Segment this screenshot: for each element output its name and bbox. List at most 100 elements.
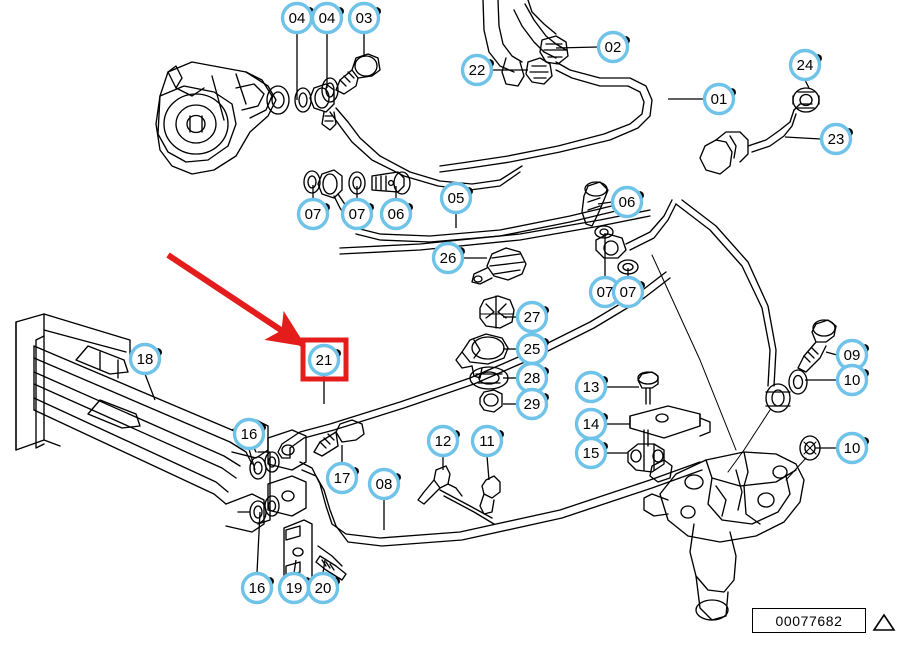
callout-09-22[interactable]: 09 [835, 338, 870, 372]
callout-circle [574, 436, 608, 470]
callout-12-29[interactable]: 12 [426, 424, 461, 458]
callout-14-26[interactable]: 14 [574, 407, 609, 441]
callout-29-19[interactable]: 29 [515, 387, 550, 421]
callout-label: 04 [289, 10, 306, 27]
callout-05-11[interactable]: 05 [439, 181, 474, 215]
callout-label: 05 [448, 190, 465, 207]
gearbox-small-bolt [649, 459, 673, 483]
callout-circle [702, 82, 736, 116]
callout-20-35[interactable]: 20 [306, 571, 341, 605]
callout-07-9[interactable]: 07 [340, 197, 375, 231]
callout-21-21[interactable]: 21 [307, 343, 342, 377]
callout-16-28[interactable]: 16 [232, 417, 267, 451]
callout-label: 01 [711, 91, 728, 108]
pressure-line-05 [339, 209, 651, 255]
callout-circle [596, 30, 630, 64]
callout-label: 10 [844, 372, 861, 389]
callout-leader-line [804, 79, 810, 89]
callout-circle [819, 122, 853, 156]
callout-circle [367, 467, 401, 501]
callout-circle [325, 461, 359, 495]
callout-10-23[interactable]: 10 [835, 363, 870, 397]
callout-label: 06 [388, 206, 405, 223]
callout-circle [515, 387, 549, 421]
highlight-layer [166, 252, 349, 382]
callout-22-3[interactable]: 22 [460, 53, 495, 87]
part-number-box: 00077682 [752, 608, 866, 633]
callout-circle [232, 417, 266, 451]
callout-label: 11 [479, 433, 495, 450]
callout-07-8[interactable]: 07 [296, 197, 331, 231]
callout-circle [574, 370, 608, 404]
callout-19-34[interactable]: 19 [277, 571, 312, 605]
pump-outlet-hose [321, 107, 523, 191]
callout-18-20[interactable]: 18 [128, 342, 163, 376]
callout-label: 27 [524, 309, 541, 326]
callout-circle [128, 342, 162, 376]
callout-08-32[interactable]: 08 [367, 467, 402, 501]
callout-06-10[interactable]: 06 [379, 197, 414, 231]
callout-label: 03 [356, 10, 373, 27]
reservoir-fitting-stack [455, 295, 515, 413]
retainer-clip-assembly [699, 87, 820, 175]
callout-01-5[interactable]: 01 [702, 82, 737, 116]
hose-clamp-bracket-26 [471, 247, 527, 285]
callout-circle [611, 275, 645, 309]
callout-circle [788, 48, 822, 82]
callout-label: 07 [620, 284, 637, 301]
callout-circle [835, 431, 869, 465]
callout-leader-line [144, 373, 156, 401]
callout-03-2[interactable]: 03 [347, 1, 382, 35]
callout-11-30[interactable]: 11 [470, 424, 505, 458]
callout-label: 29 [524, 396, 541, 413]
callout-26-12[interactable]: 26 [431, 241, 466, 275]
callout-label: 07 [597, 284, 614, 301]
callout-24-6[interactable]: 24 [788, 48, 823, 82]
callout-label: 18 [137, 351, 154, 368]
callout-leader-line [248, 448, 256, 471]
callout-16-33[interactable]: 16 [240, 571, 275, 605]
callout-23-7[interactable]: 23 [819, 122, 854, 156]
callout-label: 07 [349, 206, 366, 223]
callout-circle [340, 197, 374, 231]
callout-04-0[interactable]: 04 [280, 1, 315, 35]
callout-label: 16 [241, 426, 258, 443]
cooler-mount-assembly [249, 419, 365, 585]
callout-25-17[interactable]: 25 [515, 332, 550, 366]
callout-06-13[interactable]: 06 [610, 185, 645, 219]
pump-seal-washers [294, 53, 381, 113]
mounting-bracket-assembly [627, 371, 711, 473]
callout-label: 20 [315, 580, 332, 597]
callout-circle [835, 363, 869, 397]
callout-leader-line [322, 559, 326, 574]
callout-13-25[interactable]: 13 [574, 370, 609, 404]
callout-label: 12 [435, 433, 452, 450]
callout-label: 06 [619, 194, 636, 211]
callout-07-15[interactable]: 07 [611, 275, 646, 309]
callout-10-24[interactable]: 10 [835, 431, 870, 465]
callout-label: 14 [583, 416, 600, 433]
callout-leader-line [825, 351, 838, 356]
callout-label: 26 [440, 250, 457, 267]
callout-label: 04 [319, 10, 336, 27]
callout-17-31[interactable]: 17 [325, 461, 360, 495]
callout-label: 16 [249, 580, 266, 597]
callout-label: 24 [797, 57, 814, 74]
callout-15-27[interactable]: 15 [574, 436, 609, 470]
callout-circle [460, 53, 494, 87]
o-ring-set-right [675, 199, 837, 481]
callout-circle [240, 571, 274, 605]
callout-leader-line [256, 511, 261, 574]
callout-label: 21 [316, 352, 333, 369]
callout-28-18[interactable]: 28 [515, 361, 550, 395]
callout-leader-line [486, 455, 490, 481]
callout-27-16[interactable]: 27 [515, 300, 550, 334]
callout-circle [307, 343, 341, 377]
callout-circle [347, 1, 381, 35]
callout-circle [610, 185, 644, 219]
callout-04-1[interactable]: 04 [310, 1, 345, 35]
callout-02-4[interactable]: 02 [596, 30, 631, 64]
callout-label: 10 [844, 440, 861, 457]
callout-label: 17 [334, 470, 351, 487]
